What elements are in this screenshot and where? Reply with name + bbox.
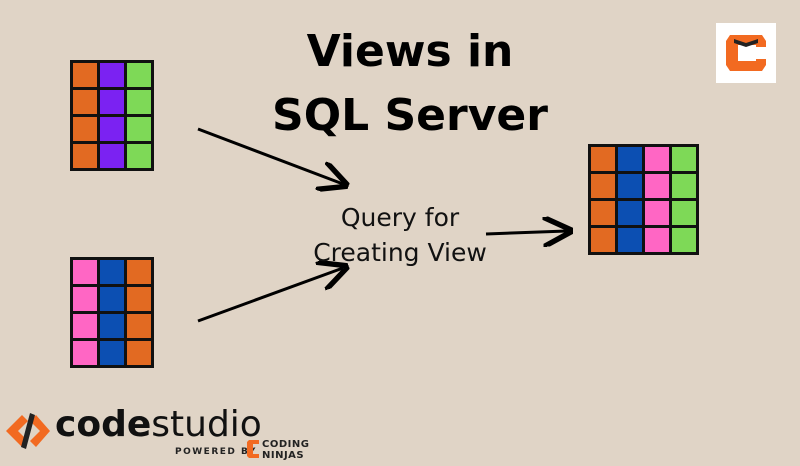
source-table-2	[70, 257, 154, 368]
coding-ninjas-logo-icon	[716, 23, 776, 83]
table-cell	[127, 314, 151, 338]
table-cell	[73, 341, 97, 365]
table-cell	[100, 287, 124, 311]
table-cell	[127, 90, 151, 114]
table-cell	[73, 63, 97, 87]
page-title-line-2: SQL Server	[272, 90, 548, 141]
query-label: Query for Creating View	[300, 200, 500, 270]
result-view-table	[588, 144, 699, 255]
table-cell	[73, 260, 97, 284]
table-cell	[73, 314, 97, 338]
table-cell	[672, 201, 696, 225]
query-label-line-1: Query for	[340, 203, 460, 232]
coding-ninjas-wordmark: CODING NINJAS	[262, 439, 309, 461]
table-cell	[127, 341, 151, 365]
table-cell	[127, 117, 151, 141]
table-cell	[672, 174, 696, 198]
table-cell	[127, 144, 151, 168]
table-cell	[73, 90, 97, 114]
table-cell	[73, 144, 97, 168]
table-cell	[645, 147, 669, 171]
table-cell	[645, 174, 669, 198]
table-cell	[672, 147, 696, 171]
table-cell	[591, 228, 615, 252]
table-cell	[591, 174, 615, 198]
table-cell	[127, 63, 151, 87]
table-cell	[127, 287, 151, 311]
table-cell	[618, 147, 642, 171]
table-cell	[100, 63, 124, 87]
source-table-1	[70, 60, 154, 171]
brand-studio: studio	[151, 404, 262, 445]
query-label-line-2: Creating View	[313, 238, 487, 267]
table-cell	[645, 228, 669, 252]
table-cell	[100, 260, 124, 284]
arrow-query-to-view	[485, 231, 567, 234]
partner-line-2: NINJAS	[262, 450, 305, 461]
brand-code: code	[55, 404, 152, 445]
table-cell	[591, 147, 615, 171]
table-cell	[100, 314, 124, 338]
table-cell	[100, 144, 124, 168]
table-cell	[618, 228, 642, 252]
table-cell	[672, 228, 696, 252]
code-studio-wordmark: codestudio	[55, 407, 262, 443]
table-cell	[73, 117, 97, 141]
code-studio-logo-icon	[2, 405, 54, 461]
table-cell	[645, 201, 669, 225]
coding-ninjas-mini-icon	[246, 438, 260, 464]
table-cell	[618, 174, 642, 198]
table-cell	[127, 260, 151, 284]
table-cell	[100, 341, 124, 365]
arrow-bottom-to-query	[197, 268, 343, 323]
table-cell	[100, 90, 124, 114]
arrow-top-to-query	[197, 127, 343, 184]
powered-by-label: POWERED BY	[175, 447, 257, 457]
page-title-line-1: Views in	[306, 26, 514, 77]
table-cell	[618, 201, 642, 225]
table-cell	[591, 201, 615, 225]
partner-line-1: CODING	[262, 439, 310, 450]
table-cell	[100, 117, 124, 141]
table-cell	[73, 287, 97, 311]
